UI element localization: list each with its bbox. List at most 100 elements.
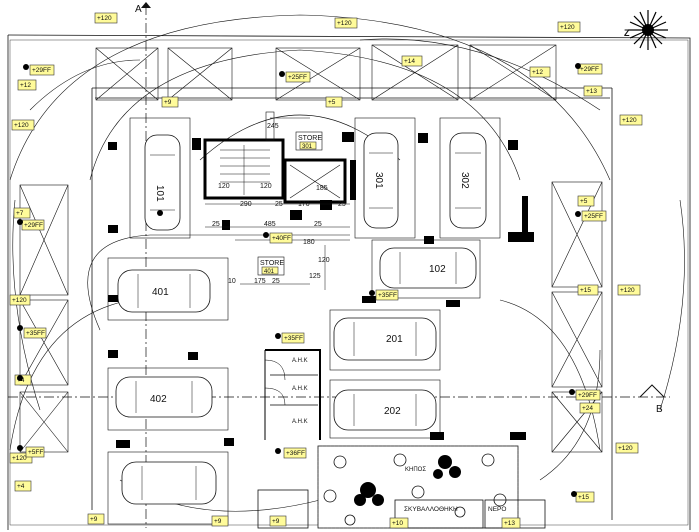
- svg-text:485: 485: [264, 221, 276, 228]
- svg-text:+25FF: +25FF: [288, 74, 307, 81]
- svg-text:+29FF: +29FF: [578, 392, 597, 399]
- level-tag: +9: [269, 515, 287, 527]
- garden-area: [317, 445, 519, 529]
- parking-201: 201: [386, 334, 403, 345]
- svg-text:+12: +12: [532, 69, 543, 76]
- level-tag: +35FF: [281, 332, 305, 344]
- svg-text:+5FF: +5FF: [28, 449, 43, 456]
- svg-text:+120: +120: [14, 122, 29, 129]
- level-tag: +40FF: [269, 232, 293, 244]
- svg-text:+120: +120: [337, 20, 352, 27]
- parked-cars: [115, 132, 487, 505]
- level-tag: +4: [14, 374, 32, 386]
- svg-text:180: 180: [303, 239, 315, 246]
- level-tag: +29FF: [577, 63, 603, 75]
- level-tag: +120: [94, 12, 118, 24]
- level-tag: +120: [9, 452, 33, 464]
- level-tag: +29FF: [21, 219, 45, 231]
- level-tag: +15: [575, 491, 595, 503]
- svg-text:175: 175: [254, 278, 266, 285]
- level-tag: +120: [9, 294, 31, 306]
- level-tag: +120: [557, 21, 581, 33]
- dimension-lines: [205, 117, 350, 290]
- parking-101: 101: [154, 185, 165, 202]
- car-details: [135, 152, 481, 500]
- svg-text:+5: +5: [580, 198, 588, 205]
- level-tag: +4: [14, 480, 32, 492]
- level-tag: +120: [617, 284, 641, 296]
- svg-text:245: 245: [267, 123, 279, 130]
- svg-text:+12: +12: [20, 82, 31, 89]
- svg-text:+9: +9: [214, 518, 222, 525]
- level-tag: +9: [211, 515, 229, 527]
- svg-text:STORE: STORE: [298, 135, 322, 142]
- svg-text:+25FF: +25FF: [584, 213, 603, 220]
- section-line-a: [141, 2, 151, 528]
- section-marker-a: A: [135, 4, 142, 15]
- svg-text:+9: +9: [164, 99, 172, 106]
- room-labels: Α.Η.Κ Α.Η.Κ Α.Η.Κ ΚΗΠΟΣ ΣΚΥΒΑΛΛΟΘΗΚΗ ΝΕΡ…: [292, 358, 506, 513]
- svg-text:STORE: STORE: [260, 260, 284, 267]
- parking-102: 102: [429, 264, 446, 275]
- ahk-label: Α.Η.Κ: [292, 358, 308, 364]
- svg-text:+29FF: +29FF: [32, 67, 51, 74]
- svg-text:+120: +120: [97, 15, 112, 22]
- level-tag: +29FF: [575, 389, 601, 401]
- level-tag: +120: [615, 442, 639, 454]
- svg-text:25: 25: [212, 221, 220, 228]
- level-tag: +25FF: [285, 71, 311, 83]
- svg-text:+14: +14: [404, 58, 415, 65]
- parking-numbers: 101 301 302 401 102 201 402 202: [150, 172, 470, 417]
- level-tag: +10: [389, 517, 409, 529]
- parking-301: 301: [373, 172, 384, 189]
- level-tag: +9: [161, 96, 179, 108]
- parking-401: 401: [152, 287, 169, 298]
- svg-text:+24: +24: [582, 405, 593, 412]
- svg-text:+10: +10: [392, 520, 403, 527]
- level-tag: +7: [13, 207, 31, 219]
- svg-text:10: 10: [228, 278, 236, 285]
- water-room-label: ΝΕΡΟ: [488, 506, 506, 513]
- level-tag: +120: [11, 119, 35, 131]
- level-tag: +5: [577, 195, 595, 207]
- svg-text:+120: +120: [560, 24, 575, 31]
- rubbish-room-label: ΣΚΥΒΑΛΛΟΘΗΚΗ: [404, 506, 458, 513]
- level-tag: +5FF: [25, 446, 45, 458]
- svg-text:+4: +4: [17, 483, 25, 490]
- structural-columns: [108, 132, 534, 448]
- svg-text:25: 25: [338, 201, 346, 208]
- level-tag: +24: [579, 402, 601, 414]
- level-tag: +35FF: [23, 327, 47, 339]
- svg-text:+120: +120: [618, 445, 633, 452]
- svg-text:+9: +9: [90, 516, 98, 523]
- svg-text:401: 401: [264, 269, 275, 275]
- svg-text:25: 25: [314, 221, 322, 228]
- dimension-texts: 245 120 120 290 170 185 25 25 25 485 180…: [212, 123, 346, 285]
- ahk-label: Α.Η.Κ: [292, 386, 308, 392]
- svg-text:+15: +15: [578, 494, 589, 501]
- level-labels: +120 +120 +120 +29FF +12 +25FF +14 +12 +…: [9, 12, 643, 529]
- svg-text:+9: +9: [272, 518, 280, 525]
- level-tag: +120: [334, 17, 358, 29]
- parking-302: 302: [459, 172, 470, 189]
- svg-text:+35FF: +35FF: [378, 292, 397, 299]
- north-arrow: [628, 10, 668, 50]
- svg-text:125: 125: [309, 273, 321, 280]
- ahk-label: Α.Η.Κ: [292, 419, 308, 425]
- level-tag: +12: [529, 66, 551, 78]
- svg-text:+13: +13: [586, 88, 597, 95]
- svg-text:25: 25: [275, 201, 283, 208]
- boundary-lines: [7, 34, 691, 530]
- level-tag: +13: [583, 85, 603, 97]
- svg-text:+36FF: +36FF: [286, 450, 305, 457]
- level-tag: +5: [325, 96, 343, 108]
- level-points: [17, 63, 581, 497]
- svg-text:290: 290: [240, 201, 252, 208]
- svg-text:+120: +120: [622, 117, 637, 124]
- level-tag: +25FF: [581, 210, 607, 222]
- svg-text:185: 185: [316, 185, 328, 192]
- level-tag: +14: [401, 55, 423, 67]
- store-301: STORE 301: [295, 131, 322, 151]
- svg-text:+35FF: +35FF: [26, 330, 45, 337]
